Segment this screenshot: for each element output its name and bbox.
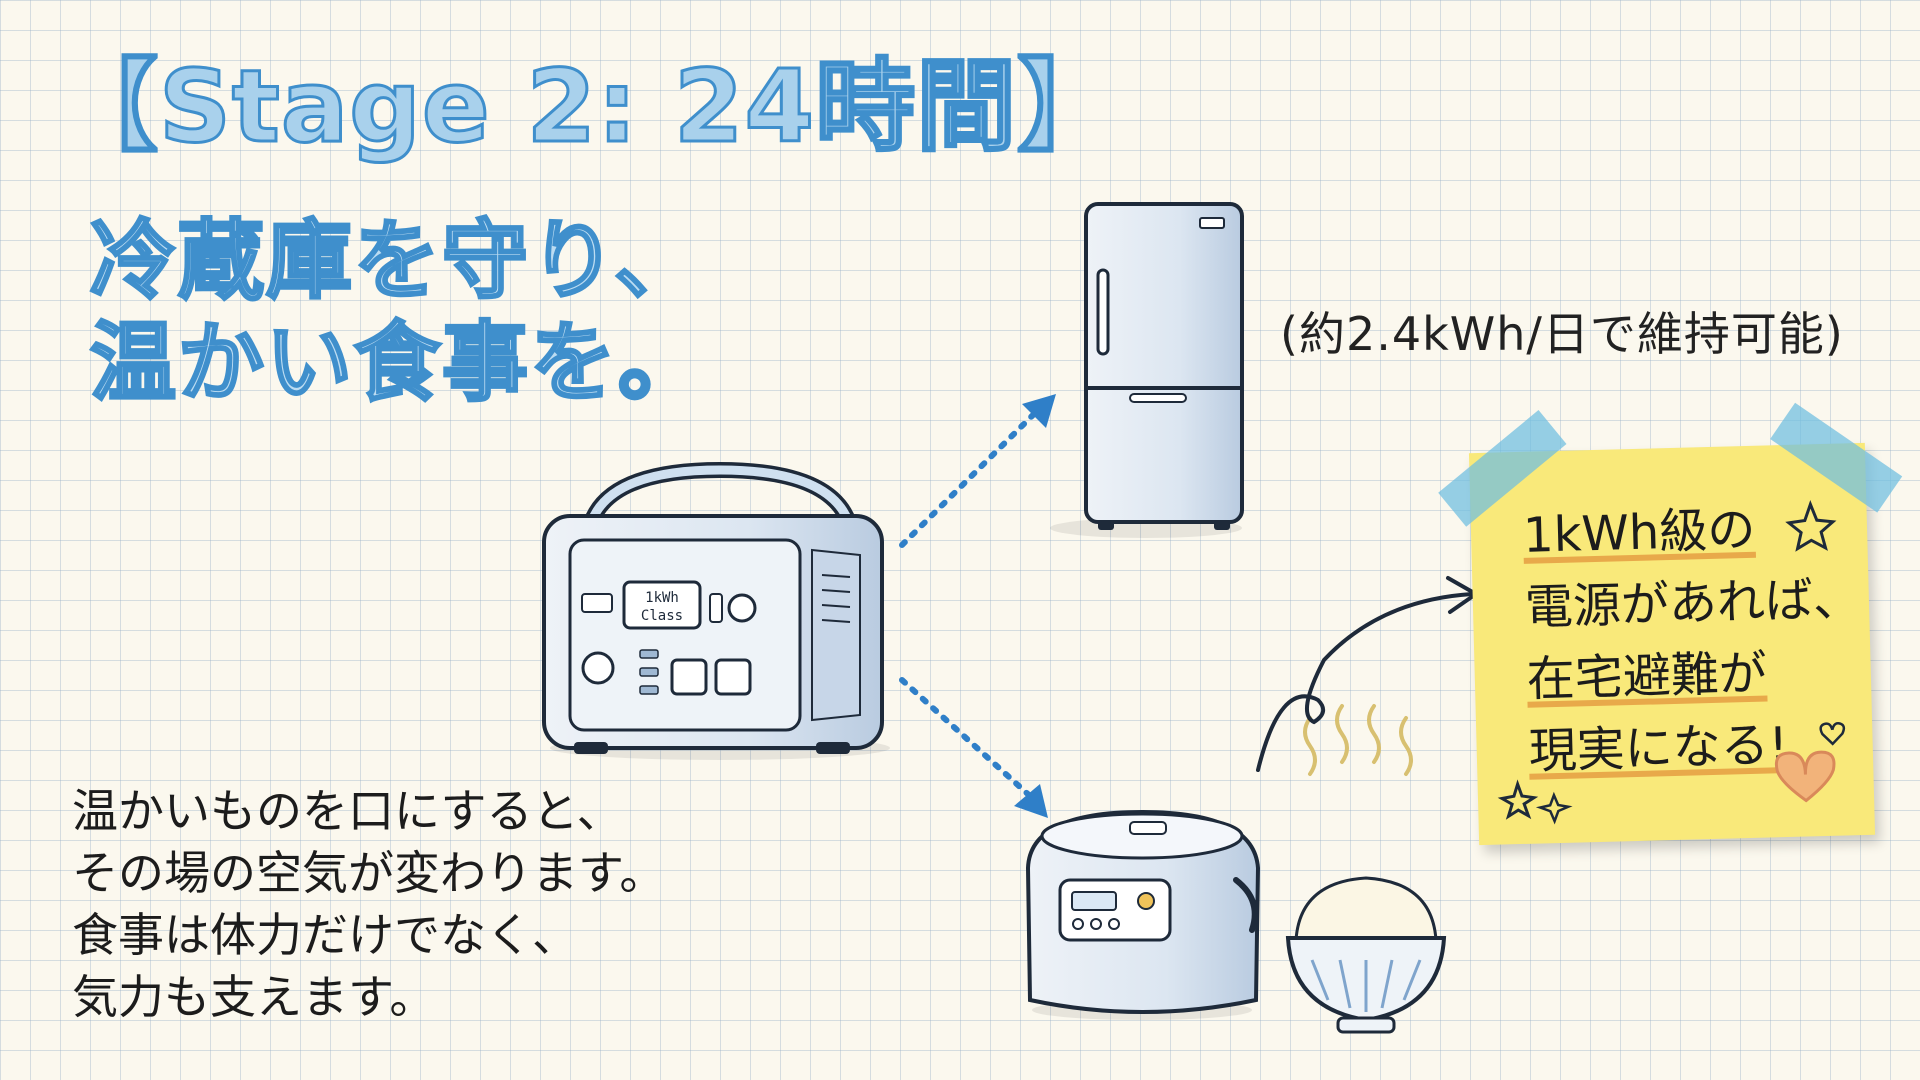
body-line-4: 気力も支えます。 [72, 970, 436, 1024]
power-station-label-1: 1kWh [645, 590, 679, 606]
power-station-icon: 1kWh Class [542, 461, 890, 760]
sparkle-icon [1535, 791, 1573, 825]
sticky-doodles [1497, 500, 1846, 825]
star-icon [1497, 779, 1539, 820]
fridge-power-note: (約2.4kWh/日で維持可能) [1280, 307, 1844, 361]
heart-icon [1774, 750, 1836, 803]
headline-line-1: 冷蔵庫を守り、 [89, 209, 703, 312]
body-line-3: 食事は体力だけでなく、 [72, 908, 578, 962]
arrow-to-fridge [899, 394, 1056, 548]
rice-bowl-icon [1285, 704, 1447, 1034]
body-text: 温かいものを口にすると、 その場の空気が変わります。 食事は体力だけでなく、 気… [72, 780, 665, 1028]
refrigerator-icon [1050, 202, 1244, 538]
headline-line-2: 温かい食事を。 [89, 312, 706, 415]
body-line-1: 温かいものを口にすると、 [72, 784, 623, 838]
star-icon [1785, 500, 1837, 552]
rice-cooker-icon [1025, 809, 1261, 1020]
arrow-to-sticky-note [1256, 576, 1478, 772]
headline: 冷蔵庫を守り、 温かい食事を。 [89, 209, 706, 415]
power-station-label-2: Class [641, 608, 683, 624]
sticky-note: 1kWh級の 電源があれば、 在宅避難が 現実になる! [1438, 402, 1903, 846]
slide-title: 【Stage 2: 24時間】 [56, 48, 1119, 165]
arrow-to-rice-cooker [899, 677, 1048, 818]
body-line-2: その場の空気が変わります。 [72, 846, 666, 900]
small-heart-icon [1819, 722, 1846, 746]
